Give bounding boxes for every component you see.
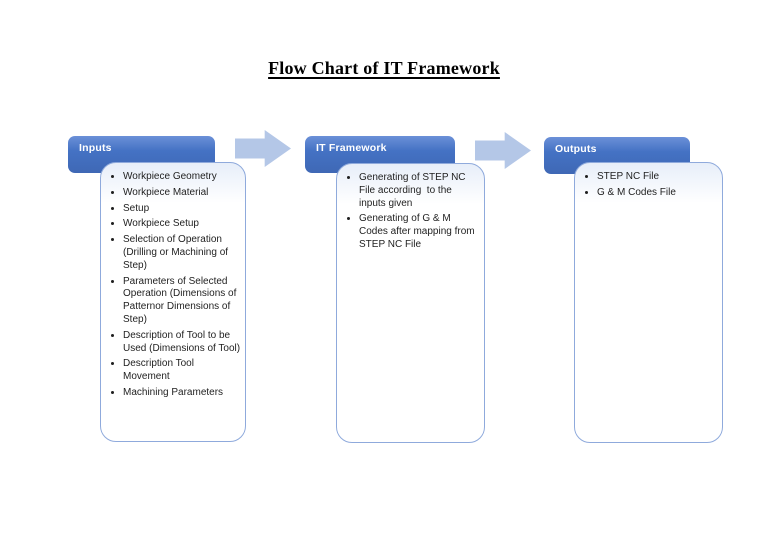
list-item: Workpiece Setup [123, 218, 241, 231]
column-header-label: IT Framework [316, 142, 387, 154]
list-item: Workpiece Material [123, 187, 241, 200]
list-item: Description Tool Movement [123, 358, 241, 384]
list-item: Machining Parameters [123, 387, 241, 400]
column-body-outputs: STEP NC File G & M Codes File [574, 162, 723, 443]
list-item: Parameters of Selected Operation (Dimens… [123, 276, 241, 327]
column-body-inputs: Workpiece Geometry Workpiece Material Se… [100, 162, 246, 442]
list-item: Workpiece Geometry [123, 171, 241, 184]
list-item: G & M Codes File [597, 187, 718, 200]
right-arrow-icon [235, 130, 291, 167]
bullet-list-it-framework: Generating of STEP NC File according to … [344, 172, 480, 252]
list-item: STEP NC File [597, 171, 718, 184]
page-title: Flow Chart of IT Framework [268, 58, 500, 78]
bullet-list-inputs: Workpiece Geometry Workpiece Material Se… [108, 171, 241, 400]
column-header-label: Inputs [79, 142, 112, 154]
list-item: Selection of Operation (Drilling or Mach… [123, 234, 241, 272]
list-item: Description of Tool to be Used (Dimensio… [123, 330, 241, 356]
list-item: Generating of G & M Codes after mapping … [359, 213, 480, 251]
list-item: Setup [123, 203, 241, 216]
column-body-it-framework: Generating of STEP NC File according to … [336, 163, 485, 443]
right-arrow-icon [475, 132, 531, 169]
column-header-label: Outputs [555, 143, 597, 155]
bullet-list-outputs: STEP NC File G & M Codes File [582, 171, 718, 200]
list-item: Generating of STEP NC File according to … [359, 172, 480, 210]
